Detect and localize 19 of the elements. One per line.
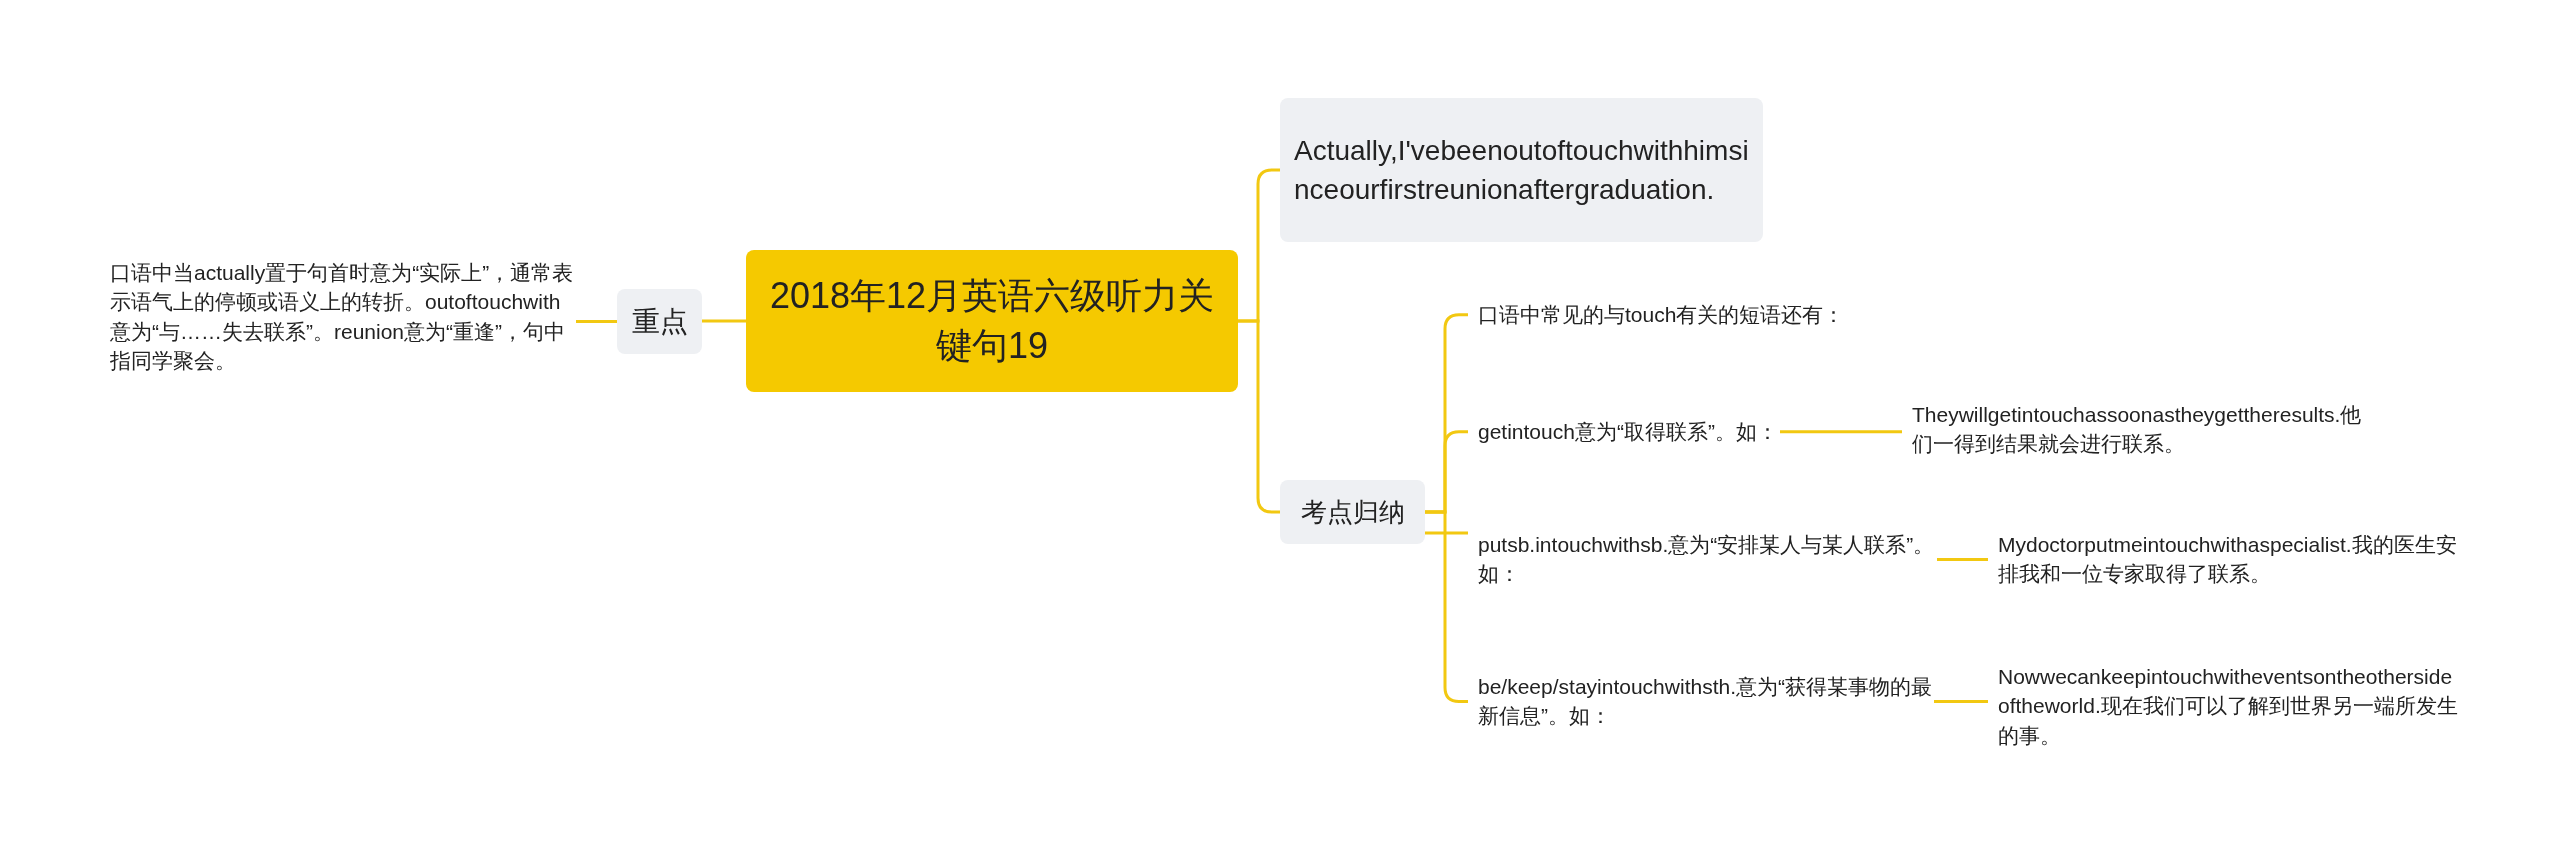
- branch-text: putsb.intouchwithsb.意为“安排某人与某人联系”。如：: [1468, 530, 1937, 589]
- connector-line: [702, 319, 746, 323]
- branch-text: getintouch意为“取得联系”。如：: [1468, 417, 1780, 447]
- topic-box: 重点: [617, 289, 702, 354]
- branch-text: Theywillgetintouchassoonastheygettheresults.他们一得到结果就会进行联系。: [1902, 400, 2364, 459]
- branch-text: Mydoctorputmeintouchwithaspecialist.我的医生安排我和一位专家取得了联系。: [1988, 530, 2459, 589]
- connector-line: [1425, 531, 1468, 535]
- topic-box: Actually,I'vebeenoutoftouchwithhimsinceourfirstreunionaftergraduation.: [1280, 98, 1763, 242]
- branch-text: Nowwecankeepintouchwitheventsontheothersideoftheworld.现在我们可以了解到世界另一端所发生的事。: [1988, 662, 2460, 751]
- connector-line: [576, 320, 617, 323]
- connector-line: [1780, 430, 1902, 434]
- branch-text: 口语中常见的与touch有关的短语还有：: [1468, 300, 1847, 330]
- branch-text: 口语中当actually置于句首时意为“实际上”，通常表示语气上的停顿或语义上的转折。outoftouchwith意为“与……失去联系”。reunion意为“重逢”，句中指同学聚会。: [100, 258, 576, 376]
- branch-text: be/keep/stayintouchwithsth.意为“获得某事物的最新信息”。如：: [1468, 672, 1934, 731]
- connector-line: [1238, 319, 1280, 514]
- connector-line: [1937, 557, 1988, 561]
- connector-line: [1934, 699, 1988, 703]
- root-box: 2018年12月英语六级听力关键句19: [746, 250, 1238, 392]
- topic-box: 考点归纳: [1280, 480, 1425, 544]
